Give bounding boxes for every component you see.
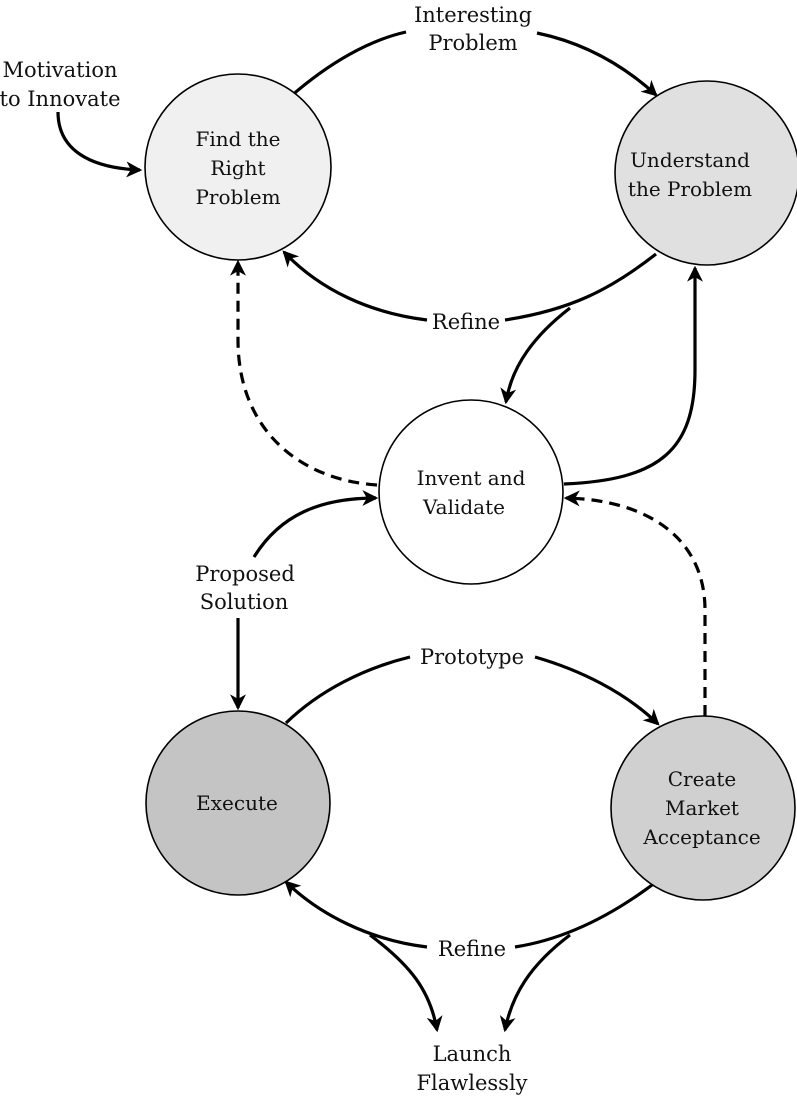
node-label: the Problem xyxy=(628,177,752,201)
label-line: Proposed xyxy=(195,562,295,586)
label-refine-bottom: Refine xyxy=(438,937,506,961)
edge-market-to-execute-refine xyxy=(284,880,428,949)
label-refine-top: Refine xyxy=(432,310,500,334)
edge-understand-to-find-refine xyxy=(282,250,428,322)
node-label: Invent and xyxy=(417,466,526,490)
node-label: Create xyxy=(668,767,737,791)
edge-market-to-invent-dashed xyxy=(563,490,707,716)
edge-understand-to-invent xyxy=(500,306,571,405)
node-circle xyxy=(614,80,797,266)
label-line: Solution xyxy=(200,590,289,614)
node-label: Find the xyxy=(195,127,280,151)
edge-invent-to-find-dashed xyxy=(230,259,378,487)
label-line: Problem xyxy=(428,31,517,55)
node-execute: Execute xyxy=(145,710,331,896)
edge-invent-to-understand xyxy=(563,265,703,486)
edge-motivation-to-find xyxy=(56,111,143,178)
node-label: Acceptance xyxy=(642,825,760,849)
label-proposed-solution: Proposed Solution xyxy=(195,562,295,614)
node-circle xyxy=(378,399,564,585)
node-circle xyxy=(145,710,331,896)
edges xyxy=(56,30,707,1033)
edge-execute-to-market-left xyxy=(284,655,411,725)
node-understand-problem: Understand the Problem xyxy=(614,80,797,266)
edge-find-to-understand-right xyxy=(536,31,658,97)
node-label: Problem xyxy=(195,185,280,209)
node-invent-validate: Invent and Validate xyxy=(378,399,564,585)
label-prototype: Prototype xyxy=(420,645,524,669)
edge-market-refine-right xyxy=(514,883,653,949)
node-circle xyxy=(144,73,332,261)
edge-execute-to-market-right xyxy=(534,655,660,726)
label-launch-flawlessly: Launch Flawlessly xyxy=(416,1042,527,1095)
edge-execute-to-launch xyxy=(369,933,443,1033)
edge-market-to-launch xyxy=(499,933,571,1033)
label-interesting-problem: Interesting Problem xyxy=(414,3,532,55)
label-line: to Innovate xyxy=(0,87,121,111)
label-line: Motivation xyxy=(2,58,117,82)
node-create-market-acceptance: Create Market Acceptance xyxy=(610,715,796,901)
node-find-right-problem: Find the Right Problem xyxy=(144,73,332,261)
node-label: Execute xyxy=(196,791,278,815)
node-label: Market xyxy=(665,796,739,820)
node-circle xyxy=(610,715,796,901)
label-motivation-to-innovate: Motivation to Innovate xyxy=(0,58,121,111)
edge-find-to-understand-left xyxy=(288,30,407,99)
label-line: Flawlessly xyxy=(416,1071,527,1095)
node-label: Right xyxy=(210,156,265,180)
edge-understand-refine-right xyxy=(504,252,657,322)
node-label: Validate xyxy=(422,495,505,519)
label-line: Launch xyxy=(433,1042,512,1066)
edge-proposed-to-invent xyxy=(252,490,379,558)
node-label: Understand xyxy=(630,148,750,172)
label-line: Interesting xyxy=(414,3,532,27)
